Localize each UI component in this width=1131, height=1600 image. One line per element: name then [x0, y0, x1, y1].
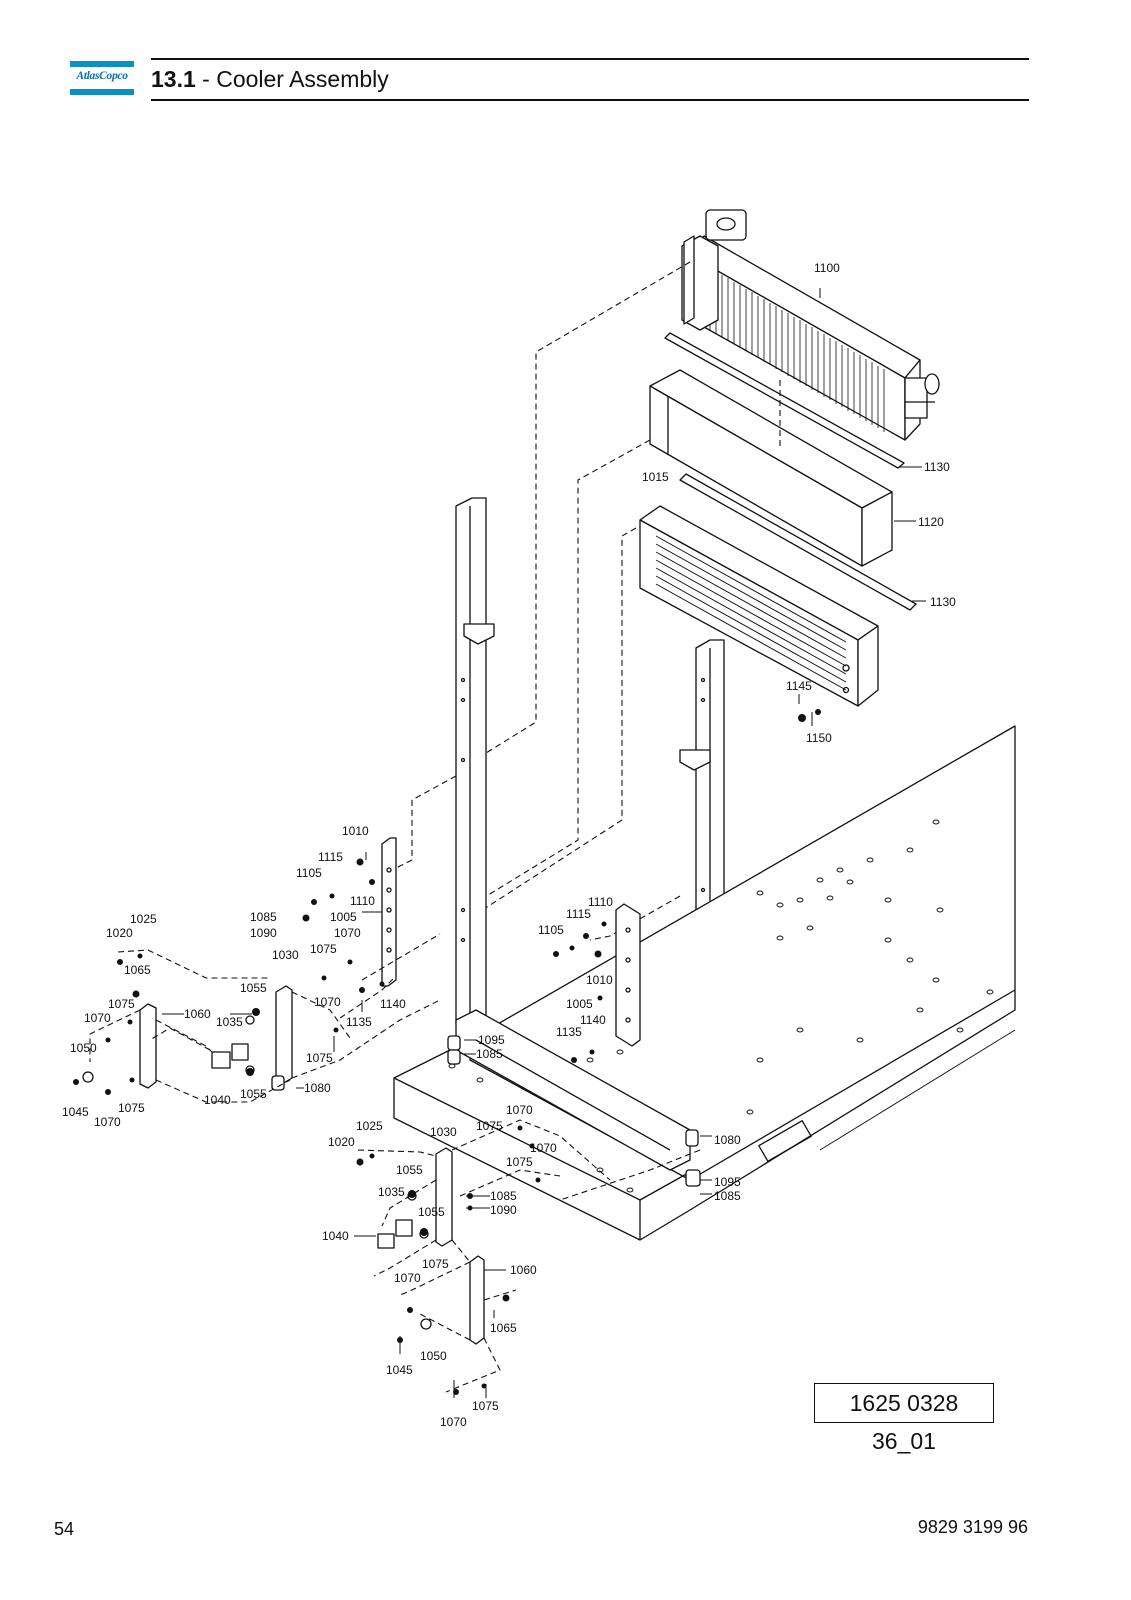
part-label: 1140 [580, 1013, 606, 1027]
part-label: 1055 [240, 1087, 267, 1101]
section-title: 13.1 - Cooler Assembly [151, 64, 389, 94]
seal-strip-lower [679, 473, 917, 611]
section-title-text: - Cooler Assembly [195, 66, 389, 92]
drawing-reference: 1625 0328 36_01 [814, 1383, 994, 1454]
page-number: 54 [54, 1519, 75, 1539]
part-label: 1080 [714, 1133, 741, 1147]
bracket-1005-right-drawing [615, 903, 641, 1047]
logo-text: AtlasCopco [76, 70, 128, 82]
part-label: 1050 [70, 1041, 97, 1055]
part-label: 1070 [506, 1103, 533, 1117]
part-label: 1065 [490, 1321, 517, 1335]
part-label: 1095 [714, 1175, 741, 1189]
part-label: 1030 [272, 948, 299, 962]
part-label: 1015 [642, 470, 669, 484]
part-label: 1055 [240, 981, 267, 995]
part-label: 1130 [924, 460, 950, 474]
part-label: 1040 [322, 1229, 349, 1243]
base-frame-drawing [393, 725, 1016, 1241]
part-label: 1085 [476, 1047, 503, 1061]
part-label: 1005 [330, 910, 357, 924]
part-labels: 1100 1130 1015 1120 1130 1145 1150 1010 … [62, 261, 956, 1429]
part-label: 1070 [440, 1415, 467, 1429]
part-label: 1060 [184, 1007, 211, 1021]
part-label: 1120 [918, 515, 944, 529]
part-label: 1105 [538, 923, 564, 937]
part-label: 1115 [318, 850, 343, 864]
shroud-1120-drawing [649, 369, 893, 567]
part-label: 1070 [94, 1115, 121, 1129]
header-rule-bottom [151, 99, 1029, 101]
part-label: 1075 [118, 1101, 145, 1115]
part-label: 1030 [430, 1125, 457, 1139]
part-label: 1075 [306, 1051, 333, 1065]
fastener-marks [73, 709, 821, 1395]
part-label: 1065 [124, 963, 151, 977]
part-label: 1010 [342, 824, 369, 838]
part-label: 1075 [422, 1257, 449, 1271]
assembly-dash-lines [391, 261, 781, 941]
part-label: 1035 [216, 1015, 243, 1029]
part-label: 1075 [310, 942, 337, 956]
part-label: 1075 [108, 997, 135, 1011]
part-label: 1025 [130, 912, 157, 926]
part-label: 1010 [586, 973, 613, 987]
section-number: 13.1 [151, 66, 196, 92]
part-label: 1060 [510, 1263, 537, 1277]
part-label: 1070 [314, 995, 341, 1009]
leader-lines [162, 288, 926, 1398]
part-label: 1045 [62, 1105, 89, 1119]
part-label: 1085 [490, 1189, 517, 1203]
part-label: 1130 [930, 595, 956, 609]
part-label: 1025 [356, 1119, 383, 1133]
seal-strip-upper [664, 332, 905, 469]
part-label: 1070 [394, 1271, 421, 1285]
part-label: 1040 [204, 1093, 231, 1107]
oil-cooler-1015-drawing [639, 505, 879, 707]
part-label: 1135 [556, 1025, 582, 1039]
part-label: 1115 [566, 907, 591, 921]
header-rule-top [151, 58, 1029, 60]
cooler-1100-drawing [681, 209, 940, 441]
part-label: 1070 [334, 926, 361, 940]
diagram-linework [73, 209, 1016, 1398]
part-label: 1140 [380, 997, 406, 1011]
part-label: 1075 [476, 1119, 503, 1133]
part-label: 1070 [84, 1011, 111, 1025]
part-label: 1020 [328, 1135, 355, 1149]
document-number: 9829 3199 96 [917, 1517, 1028, 1537]
floor-holes [448, 819, 994, 1193]
part-label: 1045 [386, 1363, 413, 1377]
left-mount-dash-lines [89, 933, 441, 1103]
part-label: 1055 [418, 1205, 445, 1219]
part-label: 1100 [814, 261, 840, 275]
part-label: 1150 [806, 731, 832, 745]
part-label: 1005 [566, 997, 593, 1011]
part-label: 1075 [506, 1155, 533, 1169]
part-label: 1095 [478, 1033, 505, 1047]
part-label: 1105 [296, 866, 322, 880]
part-label: 1050 [420, 1349, 447, 1363]
part-label: 1055 [396, 1163, 423, 1177]
part-label: 1070 [530, 1141, 557, 1155]
part-label: 1110 [350, 894, 375, 908]
part-label: 1135 [346, 1015, 372, 1029]
part-label: 1035 [378, 1185, 405, 1199]
bracket-1005-left-drawing [381, 837, 397, 987]
part-label: 1085 [714, 1189, 741, 1203]
part-label: 1080 [304, 1081, 331, 1095]
part-label: 1110 [588, 895, 613, 909]
right-mount-dash-lines [357, 1119, 701, 1393]
part-label: 1085 [250, 910, 277, 924]
part-label: 1145 [786, 679, 812, 693]
part-label: 1090 [250, 926, 277, 940]
left-post-drawing [455, 497, 495, 1025]
part-label: 1075 [472, 1399, 499, 1413]
atlas-copco-logo: AtlasCopco [70, 61, 134, 95]
part-label: 1090 [490, 1203, 517, 1217]
part-label: 1020 [106, 926, 133, 940]
